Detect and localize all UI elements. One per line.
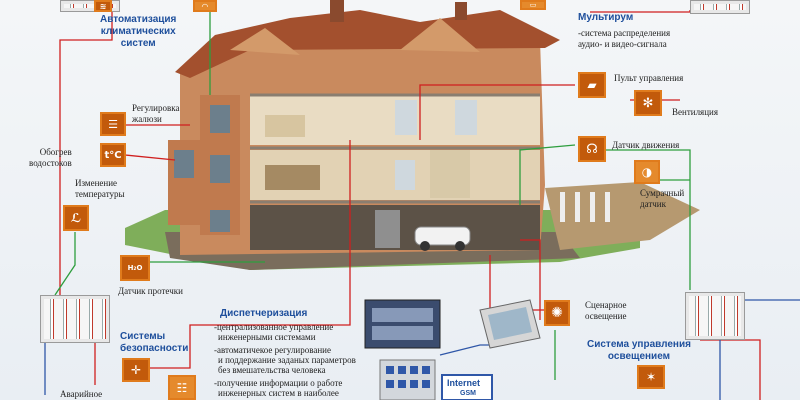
lighting-control-icon: ✶: [637, 365, 665, 389]
security-icon: ✛: [122, 358, 150, 382]
tv-icon: ▭: [520, 0, 546, 10]
io-port: [386, 380, 394, 388]
thermometer-icon: t°C: [100, 143, 126, 167]
security-title: Системы безопасности: [120, 331, 189, 354]
io-port: [410, 380, 418, 388]
io-port: [398, 380, 406, 388]
multiroom-desc: -система распределения аудио- и видео-си…: [578, 28, 671, 49]
leak-sensor-label: H₂O: [127, 264, 143, 272]
connector: [419, 84, 575, 140]
dispatch-line: и поддержание заданых параметров: [218, 355, 356, 365]
remote-control-icon: ▰: [578, 72, 606, 98]
leak-sensor-icon: H₂O: [120, 255, 150, 281]
window: [395, 100, 417, 135]
connector: [124, 154, 176, 161]
staircase: [430, 150, 470, 198]
connector: [59, 12, 113, 300]
gable: [400, 18, 480, 52]
dispatch-line: -автоматичекое регулирование: [214, 345, 331, 355]
alarm-icon: ☷: [168, 375, 196, 400]
gutters-label: Обогрев водостоков: [29, 147, 72, 168]
motion-label: Датчик движения: [612, 140, 680, 150]
chimney: [330, 0, 344, 22]
touch-panel-screen: [488, 307, 532, 340]
dispatch-line: инженерными системами: [218, 332, 316, 342]
io-port: [422, 380, 430, 388]
connector: [519, 144, 576, 205]
blinds-icon: ☰: [100, 112, 126, 136]
bed: [265, 115, 305, 137]
connector: [605, 149, 691, 290]
scene-light-label: Сценарное освещение: [585, 300, 627, 321]
window: [210, 155, 230, 183]
connector: [700, 339, 761, 400]
window: [455, 100, 477, 135]
server-drives: [372, 326, 433, 340]
dispatch-line: инженерных систем в наиболее: [218, 388, 339, 398]
climate-icon: ≋: [94, 0, 112, 12]
connector: [148, 140, 351, 369]
temperature-control-icon: ℒ: [63, 205, 89, 231]
io-port: [398, 366, 406, 374]
boiler: [375, 210, 400, 248]
window: [210, 210, 230, 232]
window: [210, 105, 230, 133]
scene-light-icon: ✺: [544, 300, 570, 326]
dispatch-line: -получение информации о работе: [214, 378, 343, 388]
internet-label: Internet: [447, 378, 481, 388]
multiroom-title: Мультирум: [578, 12, 634, 23]
window: [174, 150, 194, 178]
sun-icon: ◠: [193, 0, 217, 12]
io-port: [422, 366, 430, 374]
car-wheel: [455, 241, 465, 251]
terrace-post: [605, 192, 610, 222]
blinds-label: Регулировка жалюзи: [132, 103, 180, 124]
sofa: [265, 165, 320, 190]
temp-change-label: Изменение температуры: [75, 178, 125, 199]
dusk-sensor-icon: ◑: [634, 160, 660, 184]
dusk-label: Сумрачный датчик: [640, 188, 685, 209]
ventilation-label: Вентиляция: [672, 107, 718, 117]
window: [395, 160, 415, 190]
terrace: [545, 182, 700, 250]
car: [414, 226, 471, 246]
dispatch-line: без вмешательства человека: [218, 365, 326, 375]
connector: [54, 232, 76, 296]
gable: [230, 28, 300, 55]
controller-panel: [690, 0, 750, 14]
terrace-post: [590, 192, 595, 222]
internet-gsm-box: [441, 374, 493, 400]
motion-sensor-icon: ☊: [578, 136, 606, 162]
controller-panel: [685, 292, 745, 340]
chimney: [455, 2, 467, 20]
car-wheel: [420, 241, 430, 251]
terrace-post: [560, 192, 565, 222]
dispatch-title: Диспетчеризация: [220, 308, 308, 319]
connector: [520, 239, 541, 320]
server-rack: [364, 299, 441, 349]
io-port: [410, 366, 418, 374]
emergency-label: Аварийное: [60, 389, 103, 399]
thermometer-label: t°C: [104, 149, 122, 161]
terrace-post: [575, 192, 580, 222]
lighting-title: Система управления освещением: [587, 339, 691, 362]
climate-title: Автоматизация климатических систем: [100, 14, 177, 49]
dispatch-line: -централизованное управление: [214, 322, 334, 332]
leak-label: Датчик протечки: [118, 286, 183, 296]
remote-label: Пульт управления: [614, 73, 684, 83]
gsm-label: GSM: [460, 390, 476, 397]
roof: [175, 10, 560, 78]
io-port: [386, 366, 394, 374]
ventilation-fan-icon: ✻: [634, 90, 662, 116]
controller-panel: [40, 295, 110, 343]
server-drives: [372, 308, 433, 322]
